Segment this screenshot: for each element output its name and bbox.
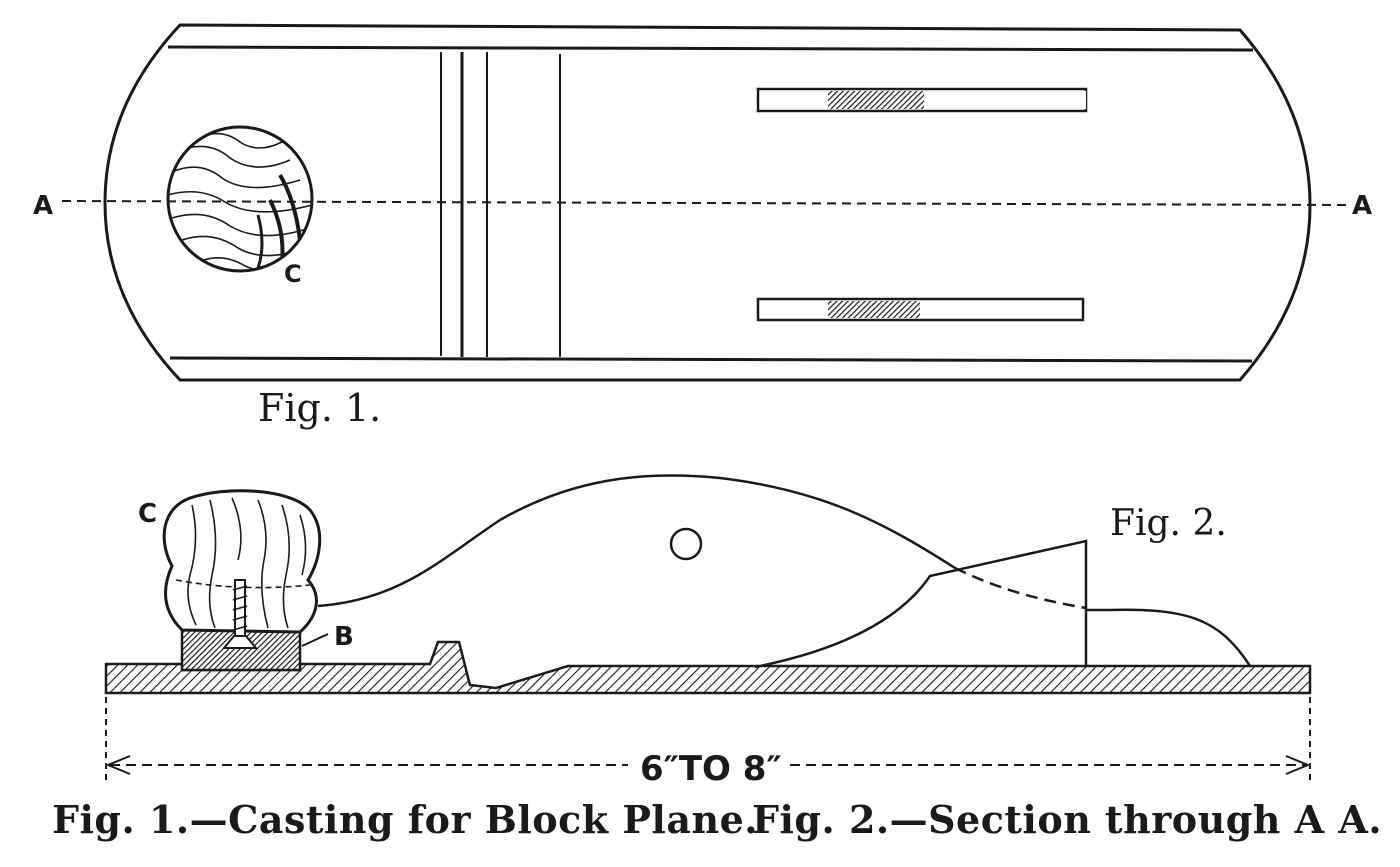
fig1-bottom-rail xyxy=(169,356,1253,363)
fig1-plan-view: A A C Fig. 1. xyxy=(33,23,1372,430)
fig1-knob-label: C xyxy=(284,260,302,288)
fig2-side-profile xyxy=(317,474,956,608)
fig2-side-profile-hidden xyxy=(954,566,1087,610)
fig1-caption: Fig. 1.—Casting for Block Plane. xyxy=(52,797,758,842)
fig1-lower-slot xyxy=(756,297,1085,322)
fig1-top-rail xyxy=(167,45,1254,52)
fig2-knob-label: C xyxy=(138,499,157,529)
fig2-dimension-label: 6″TO 8″ xyxy=(640,749,782,789)
fig1-mouth-lines xyxy=(440,52,561,357)
fig2-section-view: C B Fig. 2. 6″TO 8″ xyxy=(104,474,1312,789)
fig1-section-label-right: A xyxy=(1352,191,1372,221)
fig2-caption: Fig. 2.—Section through A A. xyxy=(752,797,1383,842)
fig1-knob-top xyxy=(166,125,314,273)
fig1-label: Fig. 1. xyxy=(258,386,381,430)
fig2-blade-bed xyxy=(754,539,1088,669)
fig1-section-line xyxy=(61,200,1349,206)
fig1-section-label-left: A xyxy=(33,191,53,221)
fig2-knob xyxy=(162,489,322,649)
fig2-dimension xyxy=(105,697,1311,780)
fig2-boss-leader xyxy=(301,633,329,647)
fig1-upper-slot xyxy=(756,87,1088,113)
plate-caption: Fig. 1.—Casting for Block Plane. Fig. 2.… xyxy=(0,797,1400,857)
fig2-label: Fig. 2. xyxy=(1110,503,1227,544)
fig1-casting-outline xyxy=(103,23,1312,382)
fig2-boss-label: B xyxy=(334,622,354,652)
fig2-heel xyxy=(1086,608,1252,667)
fig2-pivot-hole xyxy=(669,527,703,561)
